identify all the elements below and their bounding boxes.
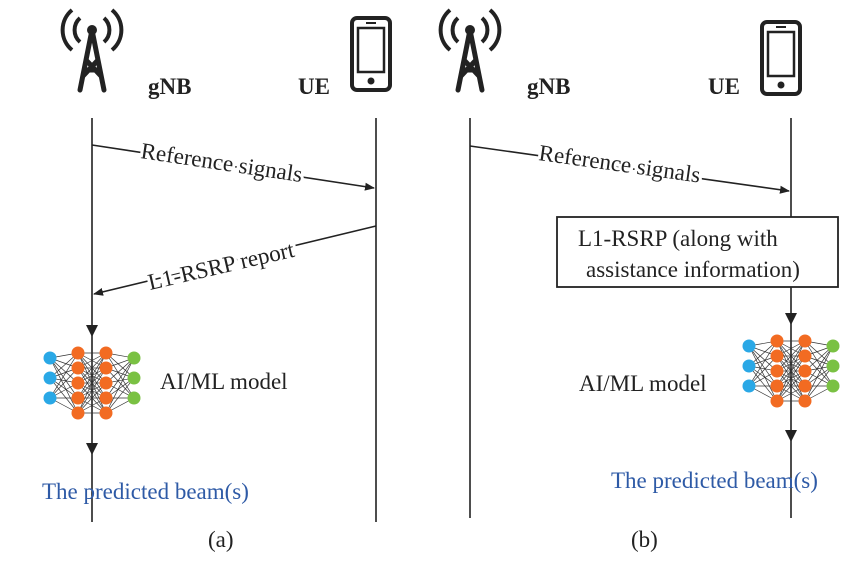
nn-node: [99, 361, 113, 375]
caption-b: (b): [631, 527, 658, 552]
nn-node: [798, 379, 812, 393]
nn-node: [770, 364, 784, 378]
nn-node: [770, 349, 784, 363]
nn-node: [770, 394, 784, 408]
nn-node: [99, 376, 113, 390]
nn-node: [43, 371, 57, 385]
reference-signals-label: Reference signals: [139, 138, 304, 187]
nn-node: [798, 349, 812, 363]
predicted-beams-label: The predicted beam(s): [42, 479, 249, 504]
nn-node: [742, 339, 756, 353]
ai-ml-model-label: AI/ML model: [579, 371, 707, 396]
neural-network-icon: [43, 346, 141, 420]
panel-b: gNB UE Reference signals L1-RSRP (along …: [441, 10, 840, 552]
l1-rsrp-report-arrow: [93, 225, 377, 296]
nn-node: [43, 391, 57, 405]
ue-label: UE: [298, 74, 330, 99]
nn-node: [99, 391, 113, 405]
nn-node: [798, 394, 812, 408]
gnb-tower-icon: [63, 10, 122, 90]
arrowhead-to-output: [86, 443, 98, 455]
arrowhead-to-model: [785, 313, 797, 325]
nn-node: [127, 371, 141, 385]
reference-signals-arrow: [469, 145, 790, 194]
arrowhead-to-model: [86, 325, 98, 337]
ue-label: UE: [708, 74, 740, 99]
nn-node: [770, 334, 784, 348]
gnb-label: gNB: [148, 74, 191, 99]
nn-node: [798, 364, 812, 378]
reference-signals-arrow: [91, 144, 375, 191]
nn-node: [71, 361, 85, 375]
nn-node: [99, 406, 113, 420]
panel-a: gNB UE Reference signals L1-RSRP report …: [42, 10, 392, 552]
arrowhead-to-output: [785, 430, 797, 442]
predicted-beams-label: The predicted beam(s): [611, 468, 818, 493]
neural-network-icon: [742, 334, 840, 408]
nn-node: [742, 379, 756, 393]
caption-a: (a): [208, 527, 234, 552]
nn-node: [99, 346, 113, 360]
nn-node: [71, 406, 85, 420]
ai-ml-model-label: AI/ML model: [160, 369, 288, 394]
l1-rsrp-box-line1: L1-RSRP (along with: [578, 226, 778, 251]
nn-node: [770, 379, 784, 393]
l1-rsrp-box-line2: assistance information): [586, 257, 800, 282]
nn-node: [127, 351, 141, 365]
l1-rsrp-box: [556, 216, 839, 288]
nn-node: [826, 379, 840, 393]
ue-phone-icon: [350, 16, 392, 92]
nn-node: [71, 391, 85, 405]
nn-node: [798, 334, 812, 348]
nn-node: [127, 391, 141, 405]
gnb-tower-icon: [441, 10, 500, 90]
ue-phone-icon: [760, 20, 802, 96]
nn-node: [71, 346, 85, 360]
nn-node: [826, 359, 840, 373]
nn-node: [43, 351, 57, 365]
reference-signals-label: Reference signals: [537, 140, 702, 187]
nn-node: [826, 339, 840, 353]
gnb-label: gNB: [527, 74, 570, 99]
l1-rsrp-report-label: L1-RSRP report: [146, 237, 298, 295]
nn-node: [71, 376, 85, 390]
nn-node: [742, 359, 756, 373]
